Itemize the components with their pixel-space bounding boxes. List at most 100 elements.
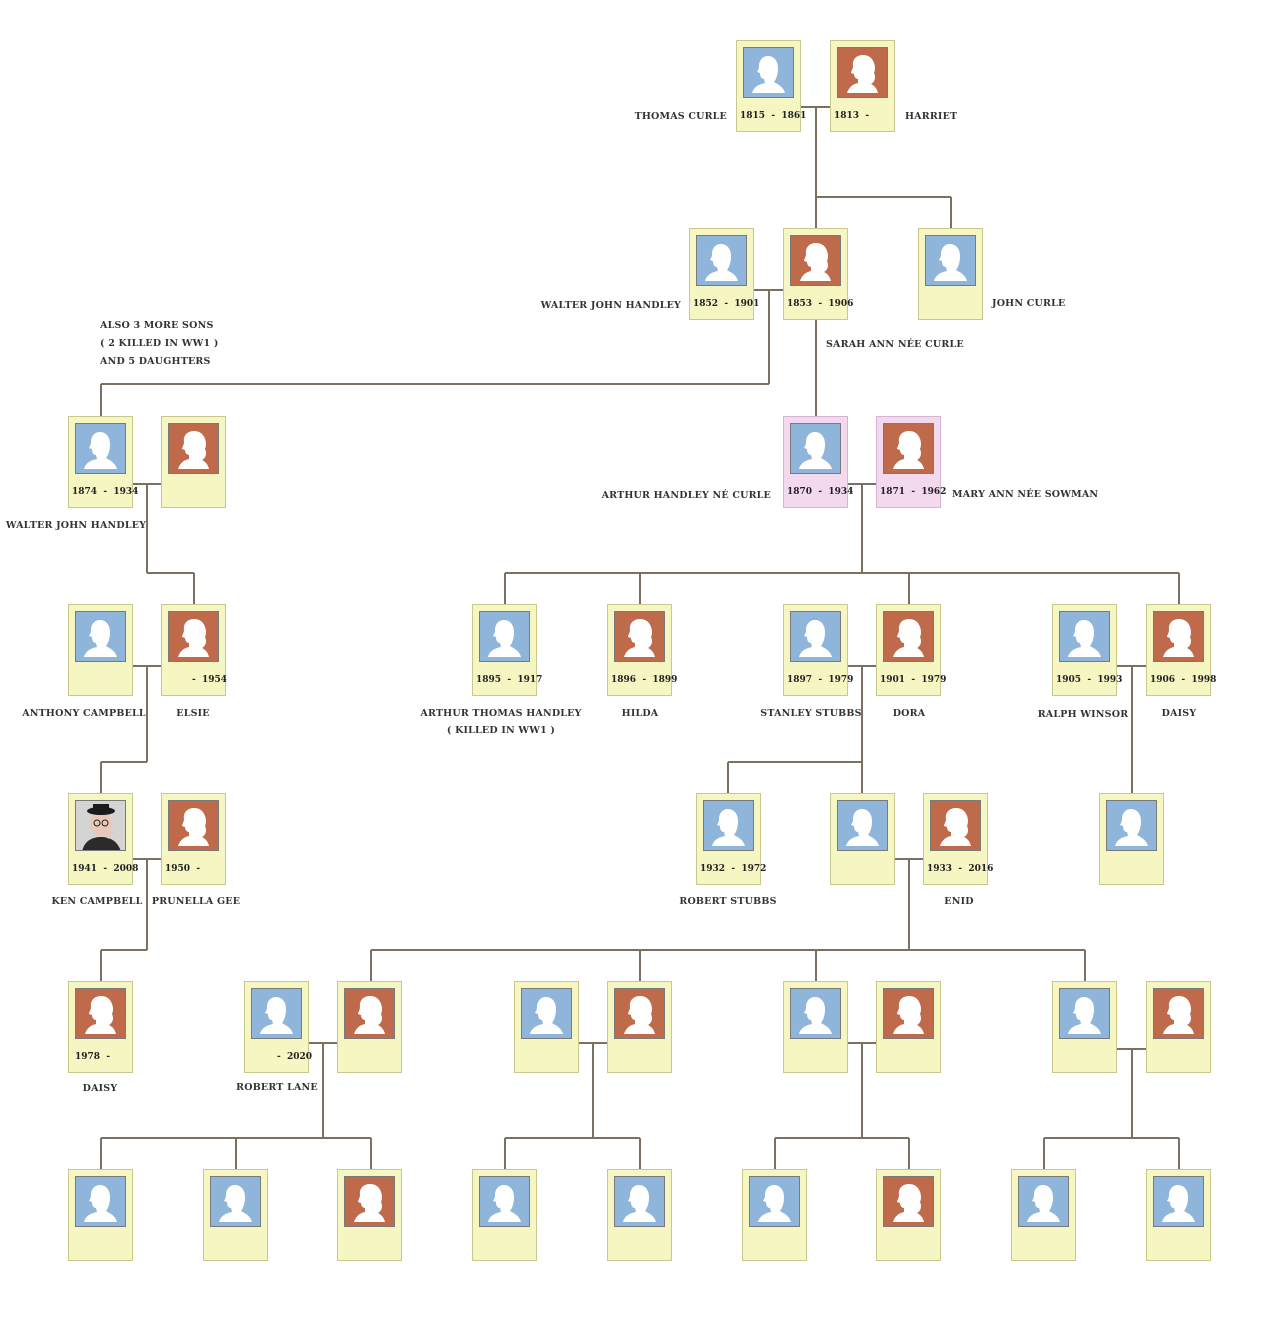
portrait-photo	[75, 800, 126, 851]
person-name-dora: DORA	[893, 708, 926, 719]
male-silhouette-icon	[790, 988, 841, 1039]
female-silhouette-icon	[344, 988, 395, 1039]
person-card-g5-m2[interactable]	[514, 981, 579, 1073]
male-silhouette-icon	[614, 1176, 665, 1227]
person-name-walter-john-handley-sr: WALTER JOHN HANDLEY	[541, 300, 681, 311]
person-dates: - 1954	[192, 675, 228, 685]
person-name-hilda: HILDA	[622, 708, 659, 719]
person-dates: 1933 - 2016	[927, 864, 994, 874]
female-silhouette-icon	[790, 235, 841, 286]
person-name-harriet: HARRIET	[905, 111, 957, 122]
person-card-g5-m4[interactable]	[1052, 981, 1117, 1073]
person-card-arthur-handley[interactable]: 1870 - 1934	[783, 416, 854, 508]
male-silhouette-icon	[1018, 1176, 1069, 1227]
person-name-arthur-handley: ARTHUR HANDLEY NÉ CURLE	[602, 490, 771, 501]
person-dates: 1901 - 1979	[880, 675, 947, 685]
annotation-line: ( 2 KILLED IN WW1 )	[100, 338, 219, 349]
person-dates: 1870 - 1934	[787, 487, 854, 497]
person-dates: 1941 - 2008	[72, 864, 139, 874]
person-card-g6-4[interactable]	[472, 1169, 537, 1261]
person-card-prunella-gee[interactable]: 1950 -	[161, 793, 226, 885]
person-name-elsie: ELSIE	[176, 708, 209, 719]
person-dates: 1950 -	[165, 864, 201, 874]
female-silhouette-icon	[1153, 611, 1204, 662]
person-card-stanley-stubbs[interactable]: 1897 - 1979	[783, 604, 854, 696]
female-silhouette-icon	[614, 988, 665, 1039]
person-card-g6-2[interactable]	[203, 1169, 268, 1261]
person-dates: 1813 -	[834, 111, 870, 121]
person-dates: 1896 - 1899	[611, 675, 678, 685]
person-card-g6-3[interactable]	[337, 1169, 402, 1261]
annotation-line: AND 5 DAUGHTERS	[100, 356, 211, 367]
person-name: HARRIET	[905, 111, 958, 122]
person-name: JOHN CURLE	[992, 298, 1066, 309]
person-card-walter-wife[interactable]	[161, 416, 226, 508]
person-name: DORA	[892, 708, 926, 719]
person-card-g6-8[interactable]	[1011, 1169, 1076, 1261]
person-card-g6-6[interactable]	[742, 1169, 807, 1261]
person-name: ENID	[944, 896, 974, 907]
person-name-arthur-thomas: ARTHUR THOMAS HANDLEY( KILLED IN WW1 )	[420, 708, 581, 736]
person-name-daisy-1978: DAISY	[83, 1083, 118, 1094]
female-silhouette-icon	[168, 611, 219, 662]
male-silhouette-icon	[790, 611, 841, 662]
person-card-robert-lane[interactable]: - 2020	[244, 981, 312, 1073]
person-name-sarah-ann: SARAH ANN NÉE CURLE	[826, 339, 964, 350]
person-card-elsie[interactable]: - 1954	[161, 604, 227, 696]
person-card-john-curle[interactable]	[918, 228, 983, 320]
female-silhouette-icon	[883, 988, 934, 1039]
person-card-arthur-thomas[interactable]: 1895 - 1917	[472, 604, 542, 696]
person-card-g5-f2[interactable]	[607, 981, 672, 1073]
person-card-enid[interactable]: 1933 - 2016	[923, 793, 994, 885]
person-card-sarah-ann[interactable]: 1853 - 1906	[783, 228, 853, 320]
person-dates: 1906 - 1998	[1150, 675, 1217, 685]
female-silhouette-icon	[883, 1176, 934, 1227]
person-card-g6-7[interactable]	[876, 1169, 941, 1261]
person-card-lane-wife[interactable]	[337, 981, 402, 1073]
person-card-g5-f4[interactable]	[1146, 981, 1211, 1073]
person-name: WALTER JOHN HANDLEY	[540, 300, 681, 311]
person-card-g6-9[interactable]	[1146, 1169, 1211, 1261]
person-card-g5-m3[interactable]	[783, 981, 848, 1073]
person-name-robert-stubbs: ROBERT STUBBS	[679, 896, 776, 907]
male-silhouette-icon	[696, 235, 747, 286]
person-card-hilda[interactable]: 1896 - 1899	[607, 604, 678, 696]
person-dates: - 2020	[277, 1052, 313, 1062]
male-silhouette-icon	[790, 423, 841, 474]
person-dates: 1897 - 1979	[787, 675, 854, 685]
person-card-g6-1[interactable]	[68, 1169, 133, 1261]
person-card-ralph-winsor[interactable]: 1905 - 1993	[1052, 604, 1122, 696]
person-card-anthony-campbell[interactable]	[68, 604, 133, 696]
person-card-daisy-1978[interactable]: 1978 -	[68, 981, 133, 1073]
person-name-daisy-1906: DAISY	[1162, 708, 1197, 719]
person-card-harriet[interactable]: 1813 -	[830, 40, 895, 132]
person-name: MARY ANN NÉE SOWMAN	[952, 489, 1099, 500]
person-card-ken-campbell[interactable]: 1941 - 2008	[68, 793, 139, 885]
person-card-robert-stubbs[interactable]: 1932 - 1972	[696, 793, 766, 885]
person-card-dora[interactable]: 1901 - 1979	[876, 604, 947, 696]
female-silhouette-icon	[930, 800, 981, 851]
person-card-winsor-son[interactable]	[1099, 793, 1164, 885]
person-card-mary-ann[interactable]: 1871 - 1962	[876, 416, 946, 508]
person-name-thomas-curle: THOMAS CURLE	[635, 111, 727, 122]
person-card-walter-john-handley-sr[interactable]: 1852 - 1901	[689, 228, 759, 320]
female-silhouette-icon	[168, 800, 219, 851]
person-card-enid-husband[interactable]	[830, 793, 895, 885]
person-name: ANTHONY CAMPBELL	[22, 708, 146, 719]
male-silhouette-icon	[703, 800, 754, 851]
person-name-anthony-campbell: ANTHONY CAMPBELL	[22, 708, 146, 719]
person-card-daisy-1906[interactable]: 1906 - 1998	[1146, 604, 1217, 696]
person-name: HILDA	[621, 708, 659, 719]
female-silhouette-icon	[1153, 988, 1204, 1039]
person-card-walter-john-handley-jr[interactable]: 1874 - 1934	[68, 416, 138, 508]
annotation-line: ALSO 3 MORE SONS	[100, 320, 214, 331]
person-card-thomas-curle[interactable]: 1815 - 1861	[736, 40, 806, 132]
female-silhouette-icon	[168, 423, 219, 474]
person-name: PRUNELLA GEE	[151, 896, 241, 907]
person-name-walter-john-handley-jr: WALTER JOHN HANDLEY	[6, 520, 146, 531]
person-card-g6-5[interactable]	[607, 1169, 672, 1261]
person-card-g5-f3[interactable]	[876, 981, 941, 1073]
male-silhouette-icon	[749, 1176, 800, 1227]
male-silhouette-icon	[479, 1176, 530, 1227]
male-silhouette-icon	[210, 1176, 261, 1227]
